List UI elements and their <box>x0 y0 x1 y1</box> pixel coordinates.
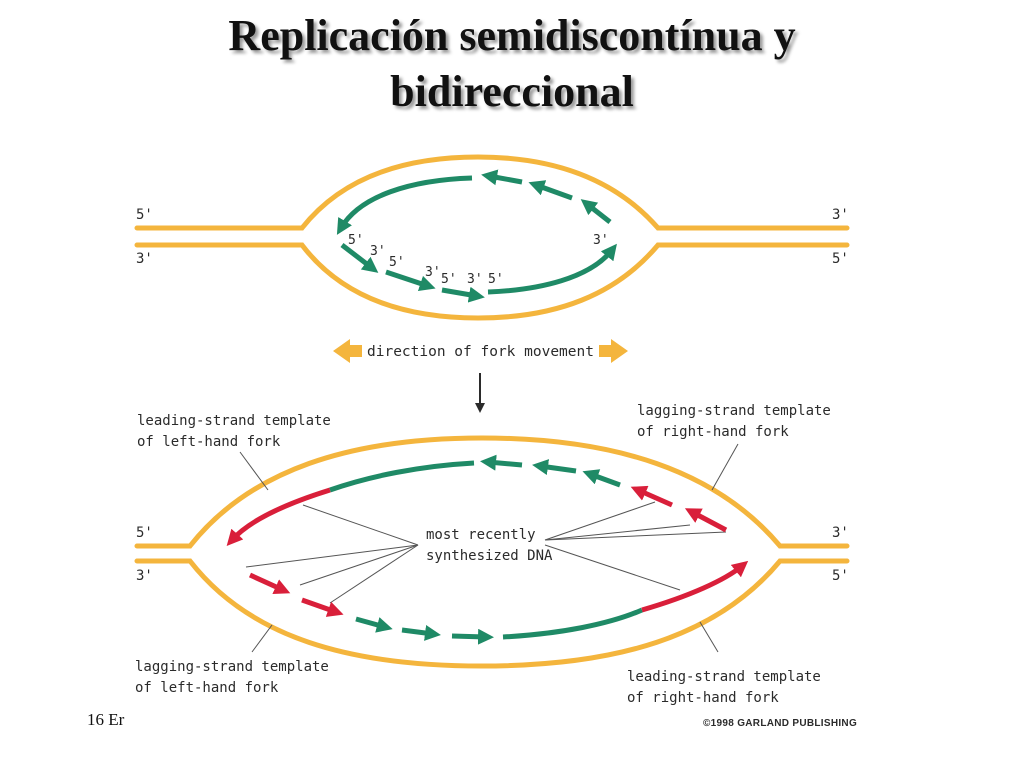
bottom-okazaki-fragment <box>582 469 621 488</box>
down-arrow-icon <box>475 373 485 413</box>
bottom-end-labels: 5' 3' 3' 5' <box>136 525 849 584</box>
top-leading-strand-right <box>487 243 617 295</box>
top-end-labels: 5' 3' 3' 5' <box>136 207 849 267</box>
strand-end-label: 3' <box>370 244 386 259</box>
bottom-parental-strand-upper <box>134 435 850 549</box>
bottom-annotations: leading-strand template of left-hand for… <box>135 403 831 706</box>
slide-title-line-2: bidireccional <box>390 67 634 116</box>
top-left-end-top-label: 5' <box>136 207 153 223</box>
bottom-leading-strand-right-recent <box>641 560 749 613</box>
top-okazaki-fragment <box>441 286 485 303</box>
top-left-end-bottom-label: 3' <box>136 251 153 267</box>
strand-end-label: 5' <box>348 233 364 248</box>
top-new-strands <box>336 169 617 303</box>
recent-dna-label-line-1: most recently <box>426 527 536 543</box>
bottom-new-strands <box>226 454 749 645</box>
top-okazaki-fragment <box>481 169 523 186</box>
top-right-end-top-label: 3' <box>832 207 849 223</box>
bottom-okazaki-fragment-recent <box>248 572 291 594</box>
top-okazaki-fragment <box>580 199 612 224</box>
bottom-leading-strand-right-green <box>502 607 644 640</box>
top-okazaki-fragment <box>528 180 573 201</box>
leading-right-label-line-1: leading-strand template <box>627 669 821 685</box>
leader-lines <box>239 443 739 653</box>
top-replication-bubble <box>134 154 850 321</box>
top-inner-labels: 5' 3' 5' 3' 5' 3' 5' 3' <box>348 233 609 287</box>
left-fork-arrow-icon <box>333 339 362 363</box>
strand-end-label: 3' <box>593 233 609 248</box>
top-okazaki-fragment <box>385 269 436 292</box>
top-parental-strand-upper <box>134 154 850 231</box>
bottom-right-end-top-label: 3' <box>832 525 849 541</box>
top-parental-strand-lower <box>134 242 850 321</box>
fork-movement-label: direction of fork movement <box>367 344 594 360</box>
strand-end-label: 5' <box>389 255 405 270</box>
bottom-okazaki-fragment-recent <box>684 508 728 533</box>
copyright-notice: ©1998 GARLAND PUBLISHING <box>703 718 858 729</box>
strand-end-label: 3' <box>467 272 483 287</box>
lagging-left-label-line-2: of left-hand fork <box>135 680 279 696</box>
slide-title-line-1: Replicación semidiscontínua y <box>228 11 796 60</box>
leading-left-label-line-1: leading-strand template <box>137 413 331 429</box>
recent-dna-label-line-2: synthesized DNA <box>426 548 553 564</box>
lagging-left-label-line-1: lagging-strand template <box>135 659 329 675</box>
leading-left-label-line-2: of left-hand fork <box>137 434 281 450</box>
lagging-right-label-line-2: of right-hand fork <box>637 424 789 440</box>
slide-title: Replicación semidiscontínua y bidireccio… <box>0 8 1024 120</box>
top-right-end-bottom-label: 5' <box>832 251 849 267</box>
strand-end-label: 5' <box>488 272 504 287</box>
lagging-right-label-line-1: lagging-strand template <box>637 403 831 419</box>
right-fork-arrow-icon <box>599 339 628 363</box>
fork-movement-indicator: direction of fork movement <box>333 339 628 363</box>
bottom-right-end-bottom-label: 5' <box>832 568 849 584</box>
bottom-okazaki-fragment <box>451 628 494 645</box>
strand-end-label: 3' <box>425 265 441 280</box>
bottom-replication-bubble <box>134 435 850 669</box>
bottom-leading-strand-left-green <box>329 460 475 493</box>
bottom-okazaki-fragment <box>355 616 393 633</box>
bottom-okazaki-fragment-recent <box>301 597 344 617</box>
leading-right-label-line-2: of right-hand fork <box>627 690 779 706</box>
bottom-leading-strand-left-recent <box>226 487 331 546</box>
top-leading-strand-left <box>336 175 473 235</box>
bottom-okazaki-fragment <box>532 459 577 476</box>
bottom-left-end-top-label: 5' <box>136 525 153 541</box>
bottom-okazaki-fragment-recent <box>630 485 674 508</box>
bottom-okazaki-fragment <box>480 454 523 471</box>
bottom-parental-strand-lower <box>134 558 850 669</box>
bottom-left-end-bottom-label: 3' <box>136 568 153 584</box>
slide-footer: 16 Er <box>87 710 125 729</box>
top-okazaki-fragment <box>340 243 379 273</box>
bottom-okazaki-fragment <box>401 625 441 641</box>
strand-end-label: 5' <box>441 272 457 287</box>
